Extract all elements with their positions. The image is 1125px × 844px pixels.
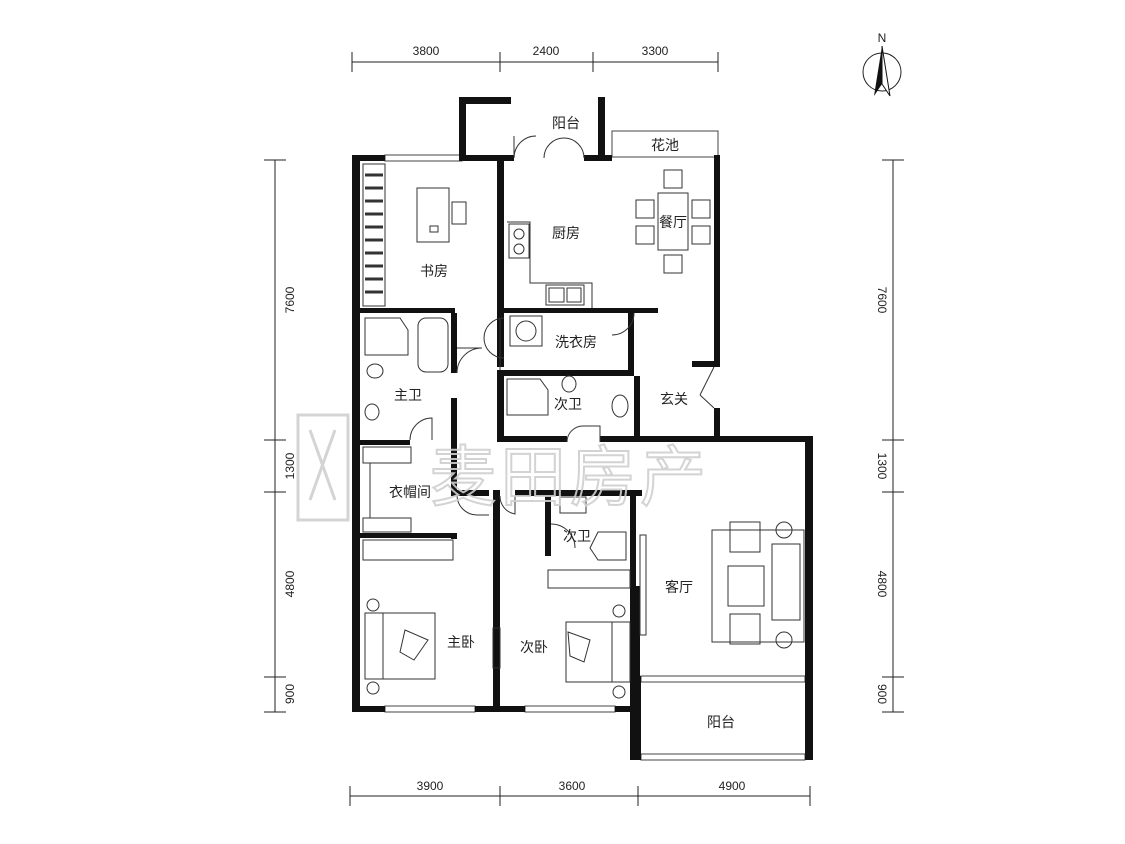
dim-bottom-3: 4900 <box>719 779 746 793</box>
dim-left-2: 1300 <box>283 452 297 479</box>
dim-top-3: 3300 <box>642 44 669 58</box>
toilet-icon <box>366 363 384 379</box>
bed-icon <box>364 612 436 680</box>
room-balcony-top: 阳台 <box>552 116 580 132</box>
dim-right-2: 1300 <box>875 453 889 480</box>
compass-label: N <box>878 31 887 45</box>
watermark-text: 麦田房产 <box>430 439 710 516</box>
room-second-bedroom: 次卧 <box>520 640 548 656</box>
basin-icon-2 <box>611 394 629 418</box>
furniture <box>362 163 805 699</box>
bathtub-icon <box>417 317 449 373</box>
shower-icon-2 <box>506 378 549 416</box>
room-master-bedroom: 主卧 <box>447 635 475 651</box>
bookshelf-icon <box>362 163 386 307</box>
wardrobe-icon <box>362 446 412 464</box>
washer-icon <box>509 315 543 347</box>
room-master-bath: 主卫 <box>394 388 422 404</box>
bed-icon-2 <box>565 621 631 683</box>
toilet-icon-3 <box>559 496 587 514</box>
basin-icon <box>364 403 380 421</box>
shower-icon <box>364 317 409 356</box>
room-cloakroom: 衣帽间 <box>389 485 431 501</box>
toilet-icon-2 <box>561 375 577 393</box>
room-foyer: 玄关 <box>660 391 688 408</box>
room-study: 书房 <box>420 264 448 280</box>
room-flower-bed: 花池 <box>651 138 679 154</box>
dimension-lines <box>264 52 904 806</box>
room-kitchen: 厨房 <box>552 226 580 242</box>
dim-top-1: 3800 <box>413 44 440 58</box>
shower-icon-3 <box>589 531 627 561</box>
dim-right-3: 4800 <box>875 571 889 598</box>
room-second-bath-lower: 次卫 <box>563 529 591 545</box>
dim-right-4: 900 <box>875 684 889 704</box>
dining-table-icon <box>657 192 689 251</box>
room-second-bath-upper: 次卫 <box>554 397 582 413</box>
walls <box>352 97 813 760</box>
dim-top-2: 2400 <box>533 44 560 58</box>
watermark: 麦田房产 <box>296 413 710 522</box>
room-dining: 餐厅 <box>659 215 687 231</box>
dim-left-4: 900 <box>283 684 297 704</box>
dim-bottom-2: 3600 <box>559 779 586 793</box>
desk-icon <box>416 187 450 243</box>
sofa-set-icon <box>711 529 805 643</box>
coffee-table-icon <box>727 565 765 607</box>
stove-icon <box>508 223 530 259</box>
dim-bottom-1: 3900 <box>417 779 444 793</box>
dim-right-1: 7600 <box>875 287 889 314</box>
doors <box>409 135 715 549</box>
chair-icon <box>451 201 467 225</box>
wardrobe-icon-2 <box>547 569 631 589</box>
room-balcony-bottom: 阳台 <box>707 715 735 731</box>
dim-left-1: 7600 <box>283 286 297 313</box>
room-living: 客厅 <box>665 579 693 596</box>
mt-logo-icon <box>296 413 350 522</box>
sink-icon <box>545 284 585 306</box>
compass-icon <box>862 45 902 97</box>
dim-left-3: 4800 <box>283 570 297 597</box>
room-laundry: 洗衣房 <box>555 335 597 351</box>
